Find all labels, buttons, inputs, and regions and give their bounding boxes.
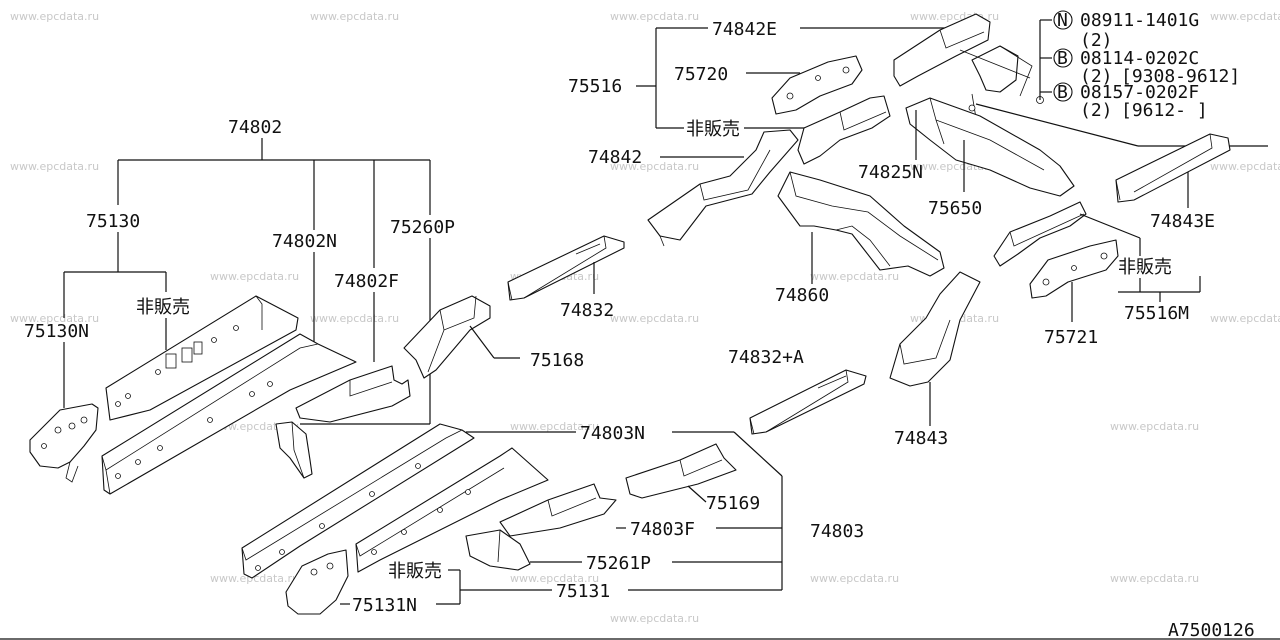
callout-74842[interactable]: 74842 xyxy=(588,147,642,168)
fastener-list: N 08911-1401G (2) B 08114-0202C (2) [930… xyxy=(1039,10,1268,147)
callout-74843E[interactable]: 74843E xyxy=(1150,211,1215,232)
callout-75516M[interactable]: 75516M xyxy=(1124,303,1189,324)
callout-75130N[interactable]: 75130N xyxy=(24,321,89,342)
callout-74802F[interactable]: 74802F xyxy=(334,271,399,292)
callout-75720[interactable]: 75720 xyxy=(674,64,728,85)
watermark: www.epcdata.ru xyxy=(1110,420,1199,433)
part-75650-shape[interactable] xyxy=(905,97,1075,197)
watermark: www.epcdata.ru xyxy=(1110,572,1199,585)
part-74832A-shape[interactable] xyxy=(749,369,867,435)
part-75169-shape[interactable] xyxy=(625,443,737,503)
callout-75168[interactable]: 75168 xyxy=(530,350,584,371)
fastener-qty: (2) xyxy=(1080,66,1113,87)
fastener-qty: (2) xyxy=(1080,30,1113,51)
part-75720-shape[interactable] xyxy=(771,55,863,115)
fastener-range: [9612- ] xyxy=(1121,100,1208,121)
watermark: www.epcdata.ru xyxy=(610,160,699,173)
watermark: www.epcdata.ru xyxy=(610,312,699,325)
fastener-qty: (2) xyxy=(1080,100,1113,121)
leader-lines-lower xyxy=(340,431,783,605)
callout-74832A[interactable]: 74832+A xyxy=(728,347,804,368)
fastener-symbol: B xyxy=(1057,48,1068,69)
part-74802F-shape[interactable] xyxy=(295,365,411,423)
not-for-sale-note: 非販売 xyxy=(136,297,190,318)
callout-74802N[interactable]: 74802N xyxy=(272,231,337,252)
part-75131N-shape[interactable] xyxy=(285,549,349,615)
part-75721-shape[interactable] xyxy=(1029,239,1119,322)
callout-75131N[interactable]: 75131N xyxy=(352,595,417,616)
watermark: www.epcdata.ru xyxy=(610,612,699,625)
part-75130-shape[interactable] xyxy=(105,295,299,421)
watermark: www.epcdata.ru xyxy=(1210,312,1280,325)
watermark: www.epcdata.ru xyxy=(1210,10,1280,23)
watermark: www.epcdata.ru xyxy=(310,10,399,23)
not-for-sale-note: 非販売 xyxy=(388,561,442,582)
fastener-range: [9308-9612] xyxy=(1121,66,1240,87)
callout-74843[interactable]: 74843 xyxy=(894,428,948,449)
watermark: www.epcdata.ru xyxy=(310,312,399,325)
callout-75261P[interactable]: 75261P xyxy=(586,553,651,574)
fastener-symbol-n-icon xyxy=(1053,10,1073,30)
fastener-symbol: B xyxy=(1057,82,1068,103)
part-75131-shape[interactable] xyxy=(355,447,549,573)
watermark: www.epcdata.ru xyxy=(10,312,99,325)
fastener-part-number[interactable]: 08911-1401G xyxy=(1080,10,1199,31)
watermark: www.epcdata.ru xyxy=(810,270,899,283)
part-bracket-shape[interactable] xyxy=(959,45,1044,119)
callout-74803[interactable]: 74803 xyxy=(810,521,864,542)
callout-75169[interactable]: 75169 xyxy=(706,493,760,514)
callout-75721[interactable]: 75721 xyxy=(1044,327,1098,348)
leader-75516M xyxy=(1079,213,1201,302)
watermark: www.epcdata.ru xyxy=(510,420,599,433)
callout-75131[interactable]: 75131 xyxy=(556,581,610,602)
diagram-id: A7500126 xyxy=(1168,620,1255,640)
watermark: www.epcdata.ru xyxy=(210,572,299,585)
callout-74803N[interactable]: 74803N xyxy=(580,423,645,444)
part-74842E-shape[interactable] xyxy=(893,13,991,87)
callout-74803F[interactable]: 74803F xyxy=(630,519,695,540)
part-75516-lower-shape[interactable] xyxy=(993,201,1087,267)
part-74802N-shape[interactable] xyxy=(101,333,357,495)
watermark: www.epcdata.ru xyxy=(510,572,599,585)
callout-75516[interactable]: 75516 xyxy=(568,76,622,97)
part-75516-upper-shape[interactable] xyxy=(797,95,891,165)
callout-75130[interactable]: 75130 xyxy=(86,211,140,232)
fastener-part-number[interactable]: 08157-0202F xyxy=(1080,82,1199,103)
part-75260P-shape[interactable] xyxy=(275,421,313,479)
watermark: www.epcdata.ru xyxy=(10,160,99,173)
callout-75650[interactable]: 75650 xyxy=(928,198,982,219)
watermark: www.epcdata.ru xyxy=(210,270,299,283)
callout-74825N[interactable]: 74825N xyxy=(858,162,923,183)
not-for-sale-note: 非販売 xyxy=(1118,257,1172,278)
watermark: www.epcdata.ru xyxy=(610,10,699,23)
part-75261P-shape[interactable] xyxy=(465,529,531,571)
fastener-symbol-b-icon xyxy=(1053,82,1073,102)
not-for-sale-note: 非販売 xyxy=(686,119,740,140)
watermark: www.epcdata.ru xyxy=(1210,160,1280,173)
callout-74860[interactable]: 74860 xyxy=(775,285,829,306)
part-74843-shape[interactable] xyxy=(889,271,981,426)
part-74843E-shape[interactable] xyxy=(1115,133,1231,208)
callout-74832[interactable]: 74832 xyxy=(560,300,614,321)
fastener-symbol-b-icon xyxy=(1053,48,1073,68)
fastener-symbol: N xyxy=(1057,10,1068,31)
fastener-part-number[interactable]: 08114-0202C xyxy=(1080,48,1199,69)
part-74860-shape[interactable] xyxy=(777,171,945,284)
watermark: www.epcdata.ru xyxy=(810,572,899,585)
leader-bolts xyxy=(975,103,1139,147)
callout-74802[interactable]: 74802 xyxy=(228,117,282,138)
part-74803N-shape[interactable] xyxy=(241,423,475,579)
callout-74842E[interactable]: 74842E xyxy=(712,19,777,40)
callout-75260P[interactable]: 75260P xyxy=(390,217,455,238)
part-74803F-shape[interactable] xyxy=(499,483,617,537)
part-75130N-shape[interactable] xyxy=(29,403,99,483)
part-74842-shape[interactable] xyxy=(647,129,799,247)
watermark: www.epcdata.ru xyxy=(10,10,99,23)
part-74832-shape[interactable] xyxy=(507,235,625,301)
part-75168-shape[interactable] xyxy=(403,295,520,379)
